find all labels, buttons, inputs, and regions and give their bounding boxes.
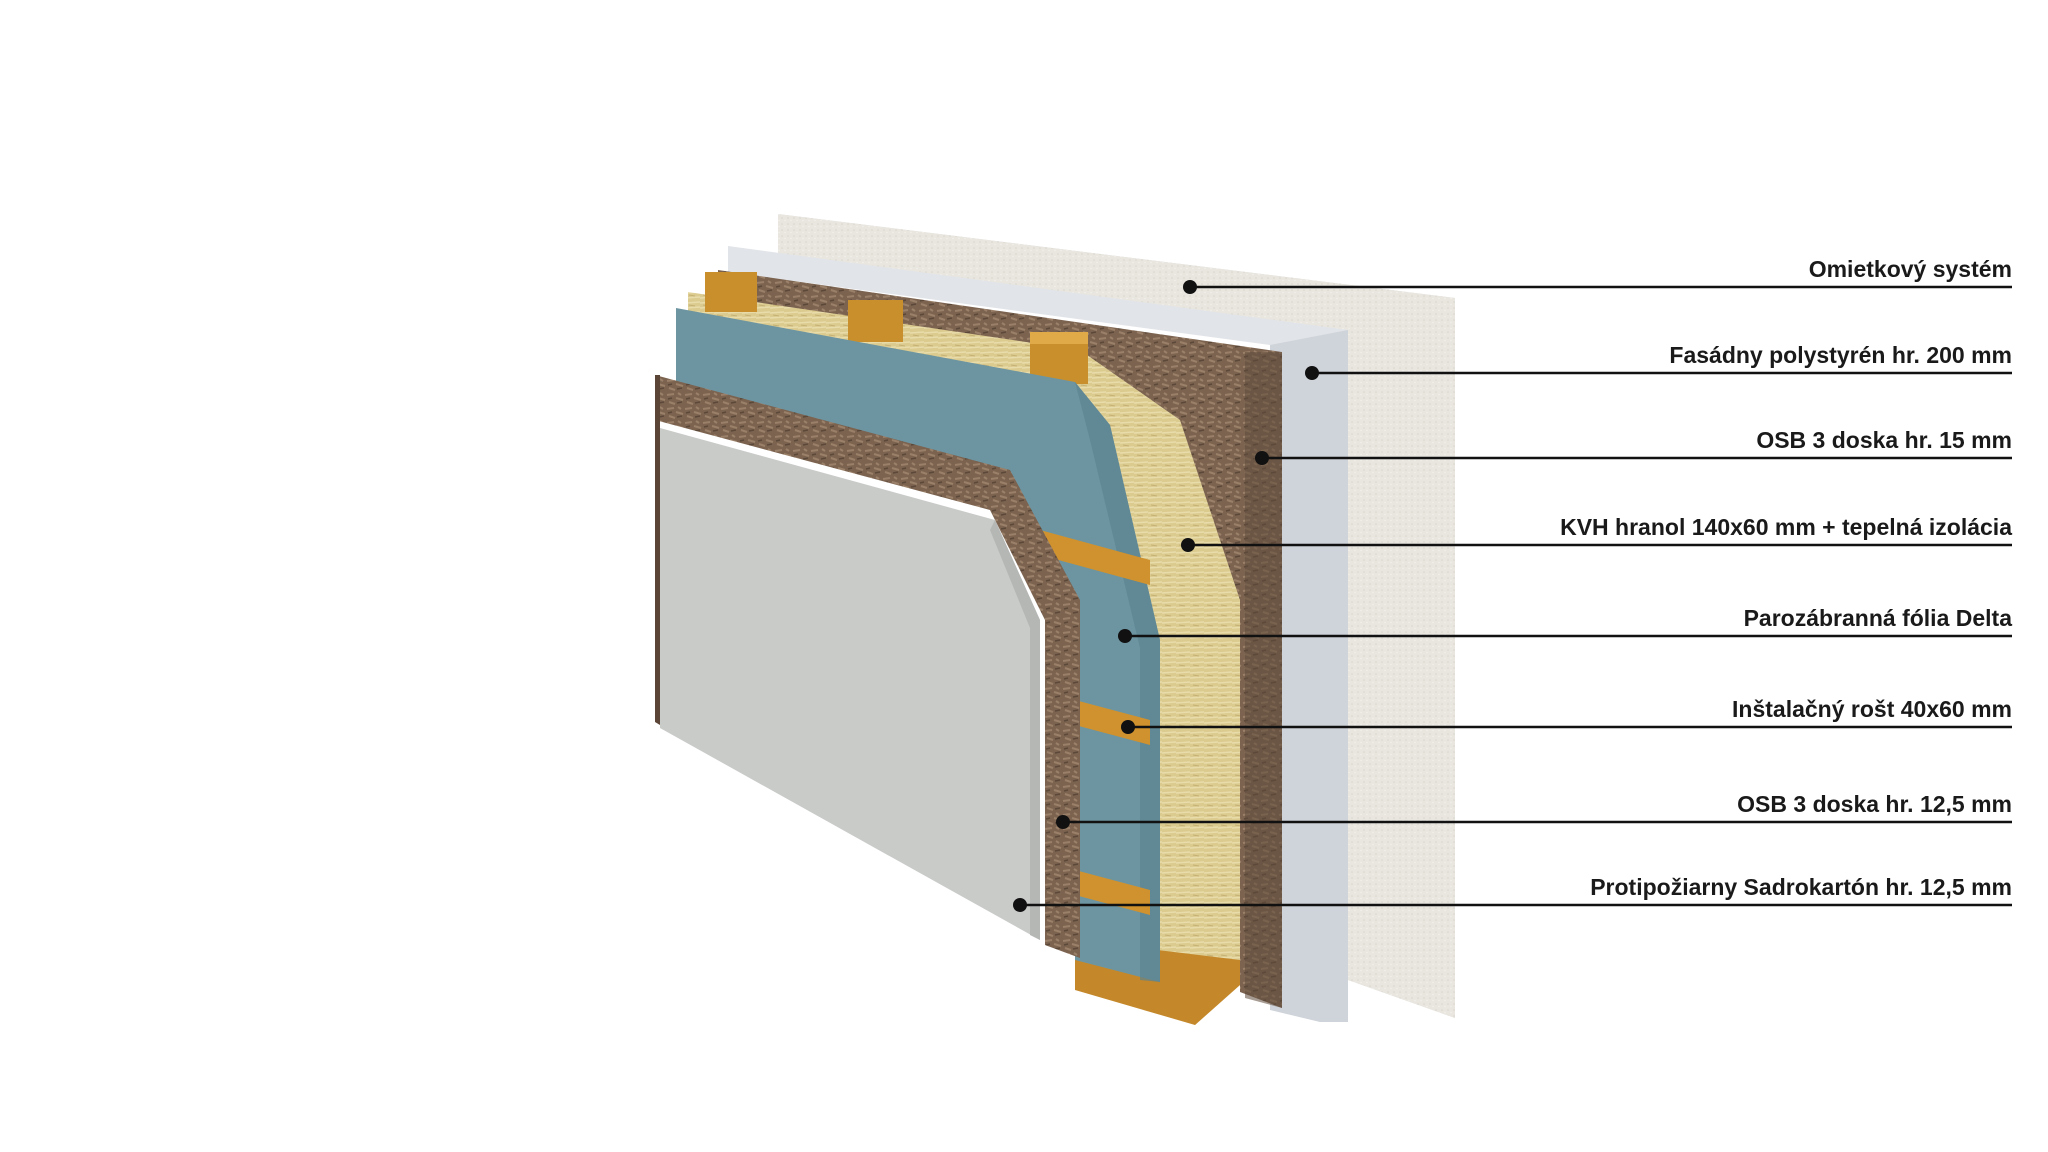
layer-eps [728,246,1348,1022]
leader-dot-osb-inner [1056,815,1070,829]
leader-dot-osb-outer [1255,451,1269,465]
layer-render [778,214,1455,1018]
layer-label-eps: Fasádny polystyrén hr. 200 mm [1669,342,2012,368]
leader-dot-battens [1121,720,1135,734]
leader-dot-eps [1305,366,1319,380]
layer-label-kvh-insul: KVH hranol 140x60 mm + tepelná izolácia [1560,514,2012,540]
layer-label-gypsum: Protipožiarny Sadrokartón hr. 12,5 mm [1590,874,2012,900]
layer-label-render: Omietkový systém [1809,256,2012,282]
layer-gypsum [660,428,1040,940]
leader-dot-render [1183,280,1197,294]
layer-vapor-barrier [676,308,1160,982]
layer-label-osb-inner: OSB 3 doska hr. 12,5 mm [1737,791,2012,817]
layer-label-vapor: Parozábranná fólia Delta [1744,605,2013,631]
layer-osb-inner [655,375,1080,958]
layer-label-battens: Inštalačný rošt 40x60 mm [1732,696,2012,722]
leader-dot-gypsum [1013,898,1027,912]
layer-battens [1040,530,1150,915]
leader-dot-vapor [1118,629,1132,643]
leader-dot-kvh-insul [1181,538,1195,552]
layer-label-osb-outer: OSB 3 doska hr. 15 mm [1756,427,2012,453]
